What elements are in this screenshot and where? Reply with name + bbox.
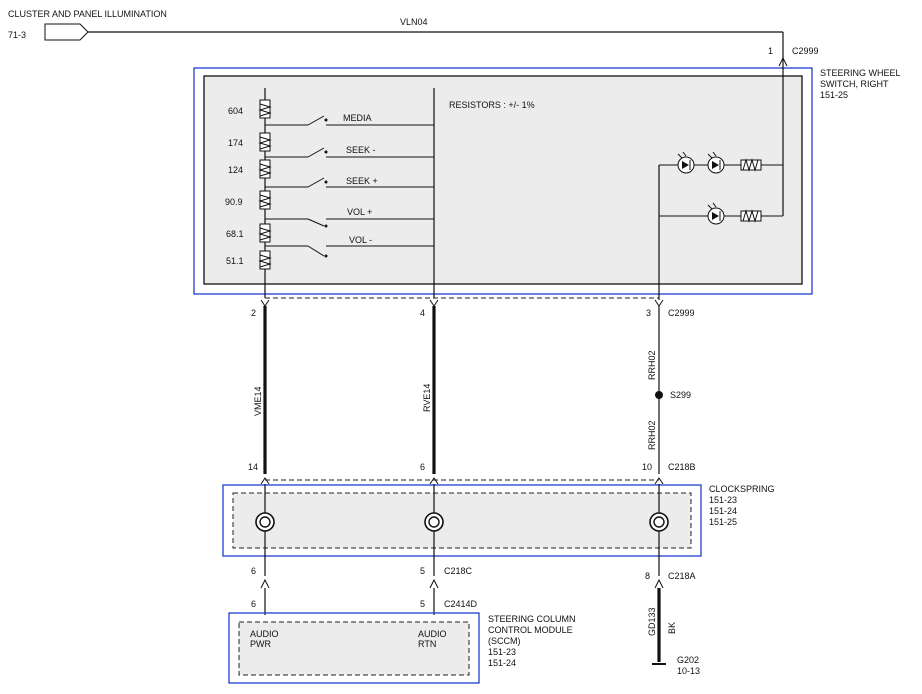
switch-media: [265, 115, 434, 126]
c218c-pin-0: 6: [251, 566, 256, 576]
resistor-label-3: 90.9: [225, 197, 243, 207]
coil-icon: [649, 512, 669, 532]
sccm-pin-1: 5: [420, 599, 425, 609]
switch-label-0: MEDIA: [343, 113, 372, 123]
resistor-label-0: 604: [228, 106, 243, 116]
switch-label-4: VOL -: [349, 235, 372, 245]
coil-icon: [255, 512, 275, 532]
c218b-pin-0: 14: [248, 462, 258, 472]
cluster-ref: 71-3: [8, 30, 26, 40]
sccm-title-1: STEERING COLUMN: [488, 614, 576, 624]
resistor-604: [258, 99, 272, 119]
switch-label-2: SEEK +: [346, 176, 378, 186]
c218a-label: C218A: [668, 571, 696, 581]
c218b-label: C218B: [668, 462, 696, 472]
led-icon: [707, 202, 725, 225]
resistor-124: [258, 159, 272, 179]
cluster-label: CLUSTER AND PANEL ILLUMINATION: [8, 9, 167, 19]
wire-right-lower-label: RRH02: [647, 420, 657, 450]
led-resistor-icon: [740, 158, 762, 172]
clockspring-ref-0: 151-23: [709, 495, 737, 505]
sccm-outline: [228, 612, 480, 684]
wire-right-upper-label: RRH02: [647, 350, 657, 380]
splice-dot: [655, 391, 663, 399]
resistor-68-1: [258, 223, 272, 243]
c2999-bottom-label: C2999: [668, 308, 695, 318]
c218a-pin: 8: [645, 571, 650, 581]
ground-ref: 10-13: [677, 666, 700, 676]
clockspring-outline: [222, 484, 702, 557]
c2999-pin-0: 2: [251, 308, 256, 318]
resistor-label-1: 174: [228, 138, 243, 148]
clockspring-title: CLOCKSPRING: [709, 484, 775, 494]
resistor-label-2: 124: [228, 165, 243, 175]
c2999-pin-2: 3: [646, 308, 651, 318]
ground-wire-label: GD133: [647, 607, 657, 636]
top-connector-label: C2999: [792, 46, 819, 56]
top-pin: 1: [768, 46, 773, 56]
c218c-pin-1: 5: [420, 566, 425, 576]
c218c-label: C218C: [444, 566, 473, 576]
led-icon: [677, 151, 695, 174]
sccm-audio-rtn-2: RTN: [418, 639, 436, 649]
switch-ref: 151-25: [820, 90, 848, 100]
led-icon: [707, 151, 725, 174]
resistor-51-1: [258, 250, 272, 270]
switch-label-1: SEEK -: [346, 145, 376, 155]
switch-seek-minus: [265, 147, 434, 158]
sccm-ref-1: 151-24: [488, 658, 516, 668]
sccm-pin-0: 6: [251, 599, 256, 609]
switch-module-body: [203, 75, 803, 285]
resistor-label-5: 51.1: [226, 256, 244, 266]
switch-title-1: STEERING WHEEL: [820, 68, 901, 78]
c218b-pin-2: 10: [642, 462, 652, 472]
sccm-audio-pwr-1: AUDIO: [250, 629, 279, 639]
c218b-pin-1: 6: [420, 462, 425, 472]
switch-title-2: SWITCH, RIGHT: [820, 79, 889, 89]
coil-icon: [424, 512, 444, 532]
switch-label-3: VOL +: [347, 207, 372, 217]
ground-color-label: BK: [667, 622, 677, 634]
switch-vol-minus: [265, 245, 434, 258]
top-connector-arrow: [778, 56, 788, 67]
sccm-audio-pwr-2: PWR: [250, 639, 271, 649]
sccm-ref-0: 151-23: [488, 647, 516, 657]
sccm-connector-label: C2414D: [444, 599, 478, 609]
switch-module-outline: [193, 67, 813, 295]
wire-left-label: VME14: [253, 386, 263, 416]
c2999-pin-1: 4: [420, 308, 425, 318]
sccm-title-3: (SCCM): [488, 636, 521, 646]
wire-middle-label: RVE14: [422, 384, 432, 412]
switch-seek-plus: [265, 177, 434, 188]
sccm-body: [238, 621, 470, 676]
sccm-title-2: CONTROL MODULE: [488, 625, 573, 635]
clockspring-ref-2: 151-25: [709, 517, 737, 527]
ground-name: G202: [677, 655, 699, 665]
resistor-note: RESISTORS : +/- 1%: [449, 100, 535, 110]
resistor-90-9: [258, 190, 272, 210]
sccm-audio-rtn-1: AUDIO: [418, 629, 447, 639]
wire-top-label: VLN04: [400, 17, 428, 27]
led-resistor-icon: [740, 209, 762, 223]
clockspring-ref-1: 151-24: [709, 506, 737, 516]
clockspring-body: [232, 492, 692, 549]
splice-label: S299: [670, 390, 691, 400]
resistor-label-4: 68.1: [226, 229, 244, 239]
resistor-174: [258, 132, 272, 152]
switch-vol-plus: [265, 218, 434, 228]
cluster-connector-flag: [44, 23, 89, 41]
